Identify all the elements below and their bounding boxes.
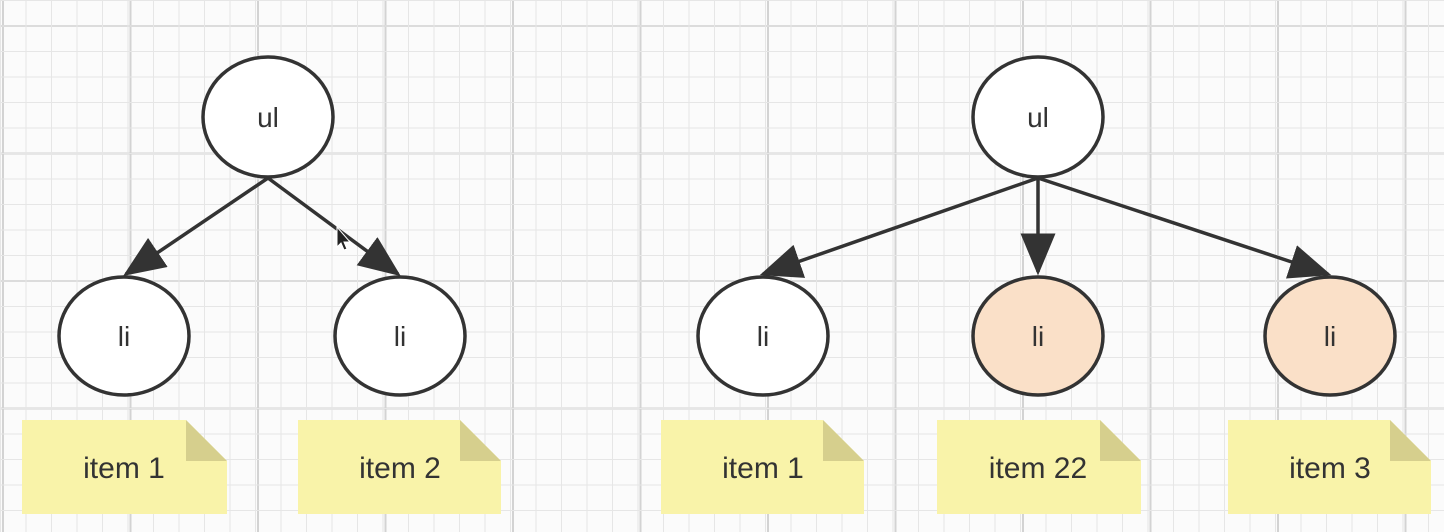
edge-ul-to-li-1 bbox=[759, 176, 1039, 278]
edge-ul-to-li-2 bbox=[266, 176, 401, 277]
note-item-label: item 1 bbox=[722, 452, 804, 485]
li-node-label: li bbox=[1324, 321, 1336, 352]
li-node-highlighted: li bbox=[971, 275, 1105, 397]
note-item: item 22 bbox=[937, 420, 1141, 514]
note-item: item 1 bbox=[661, 420, 864, 514]
ul-node-label: ul bbox=[257, 102, 279, 133]
note-item: item 2 bbox=[298, 420, 501, 514]
li-node-label: li bbox=[757, 321, 769, 352]
note-item-label: item 3 bbox=[1289, 452, 1371, 485]
li-node: li bbox=[696, 275, 830, 397]
note-item: item 3 bbox=[1228, 420, 1431, 514]
ul-node: ul bbox=[971, 55, 1105, 179]
edge-ul-to-li-1 bbox=[123, 176, 269, 276]
li-node-highlighted: li bbox=[1263, 275, 1397, 397]
li-node-label: li bbox=[1032, 321, 1044, 352]
li-node: li bbox=[333, 275, 467, 397]
note-item-label: item 1 bbox=[83, 452, 165, 485]
note-item: item 1 bbox=[22, 420, 227, 514]
mouse-cursor-icon bbox=[336, 225, 352, 251]
note-item-label: item 2 bbox=[359, 452, 441, 485]
li-node-label: li bbox=[118, 321, 130, 352]
ul-node: ul bbox=[201, 55, 335, 179]
li-node: li bbox=[57, 275, 191, 397]
note-item-label: item 22 bbox=[989, 452, 1087, 485]
li-node-label: li bbox=[394, 321, 406, 352]
ul-node-label: ul bbox=[1027, 102, 1049, 133]
edge-ul-to-li-3 bbox=[1037, 176, 1332, 279]
